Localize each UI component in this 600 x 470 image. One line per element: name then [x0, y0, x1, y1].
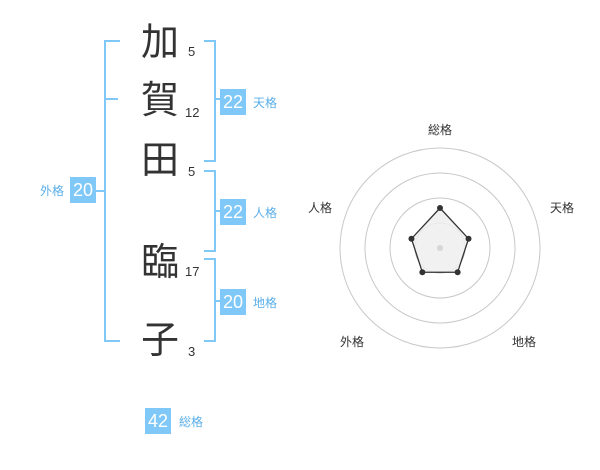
radar-point — [437, 205, 443, 211]
axis-label-soukaku: 総格 — [428, 122, 452, 137]
radar-ring — [364, 172, 516, 324]
stroke-count-4: 17 — [185, 264, 200, 279]
name-char-5: 子 — [140, 318, 179, 362]
radar-point — [454, 269, 461, 276]
gaikaku-connector — [96, 190, 106, 192]
radar-ring — [339, 147, 541, 349]
radar-point — [408, 235, 415, 242]
gaikaku-label: 外格 — [40, 184, 65, 198]
radar-center-dot — [437, 245, 443, 251]
name-char-1: 加 — [140, 20, 179, 64]
axis-label-gaikaku: 外格 — [340, 334, 364, 349]
chikaku-label: 地格 — [253, 296, 278, 310]
radar-ring — [389, 197, 491, 299]
tenkaku-connector — [214, 98, 222, 100]
radar-point — [465, 235, 472, 242]
soukaku-label: 総格 — [179, 415, 204, 429]
name-char-4: 臨 — [140, 240, 179, 284]
axis-label-jinkaku: 人格 — [308, 200, 332, 215]
jinkaku-label: 人格 — [253, 206, 278, 220]
axis-label-tenkaku: 天格 — [550, 200, 574, 215]
name-char-3: 田 — [140, 138, 179, 182]
radar-chart: 総格 天格 地格 外格 人格 — [308, 122, 574, 349]
tenkaku-value-badge: 22 — [220, 89, 247, 115]
stroke-count-3: 5 — [188, 164, 196, 179]
jinkaku-connector — [214, 210, 222, 212]
gaikaku-value-badge: 20 — [70, 177, 97, 203]
gaikaku-bracket-mid-tick — [104, 98, 118, 100]
tenkaku-bracket — [204, 40, 216, 162]
gaikaku-bracket — [104, 40, 120, 342]
stroke-count-1: 5 — [188, 44, 196, 59]
chikaku-value-badge: 20 — [220, 289, 247, 315]
radar-points — [408, 205, 472, 276]
jinkaku-value-badge: 22 — [220, 199, 247, 225]
chikaku-connector — [214, 300, 222, 302]
tenkaku-label: 天格 — [253, 96, 278, 110]
name-char-2: 賀 — [140, 78, 179, 122]
radar-point — [419, 269, 426, 276]
stroke-count-5: 3 — [188, 344, 196, 359]
stroke-count-2: 12 — [185, 105, 200, 120]
radar-series-polygon — [410, 207, 470, 273]
soukaku-value-badge: 42 — [145, 408, 172, 434]
axis-label-chikaku: 地格 — [512, 334, 536, 349]
